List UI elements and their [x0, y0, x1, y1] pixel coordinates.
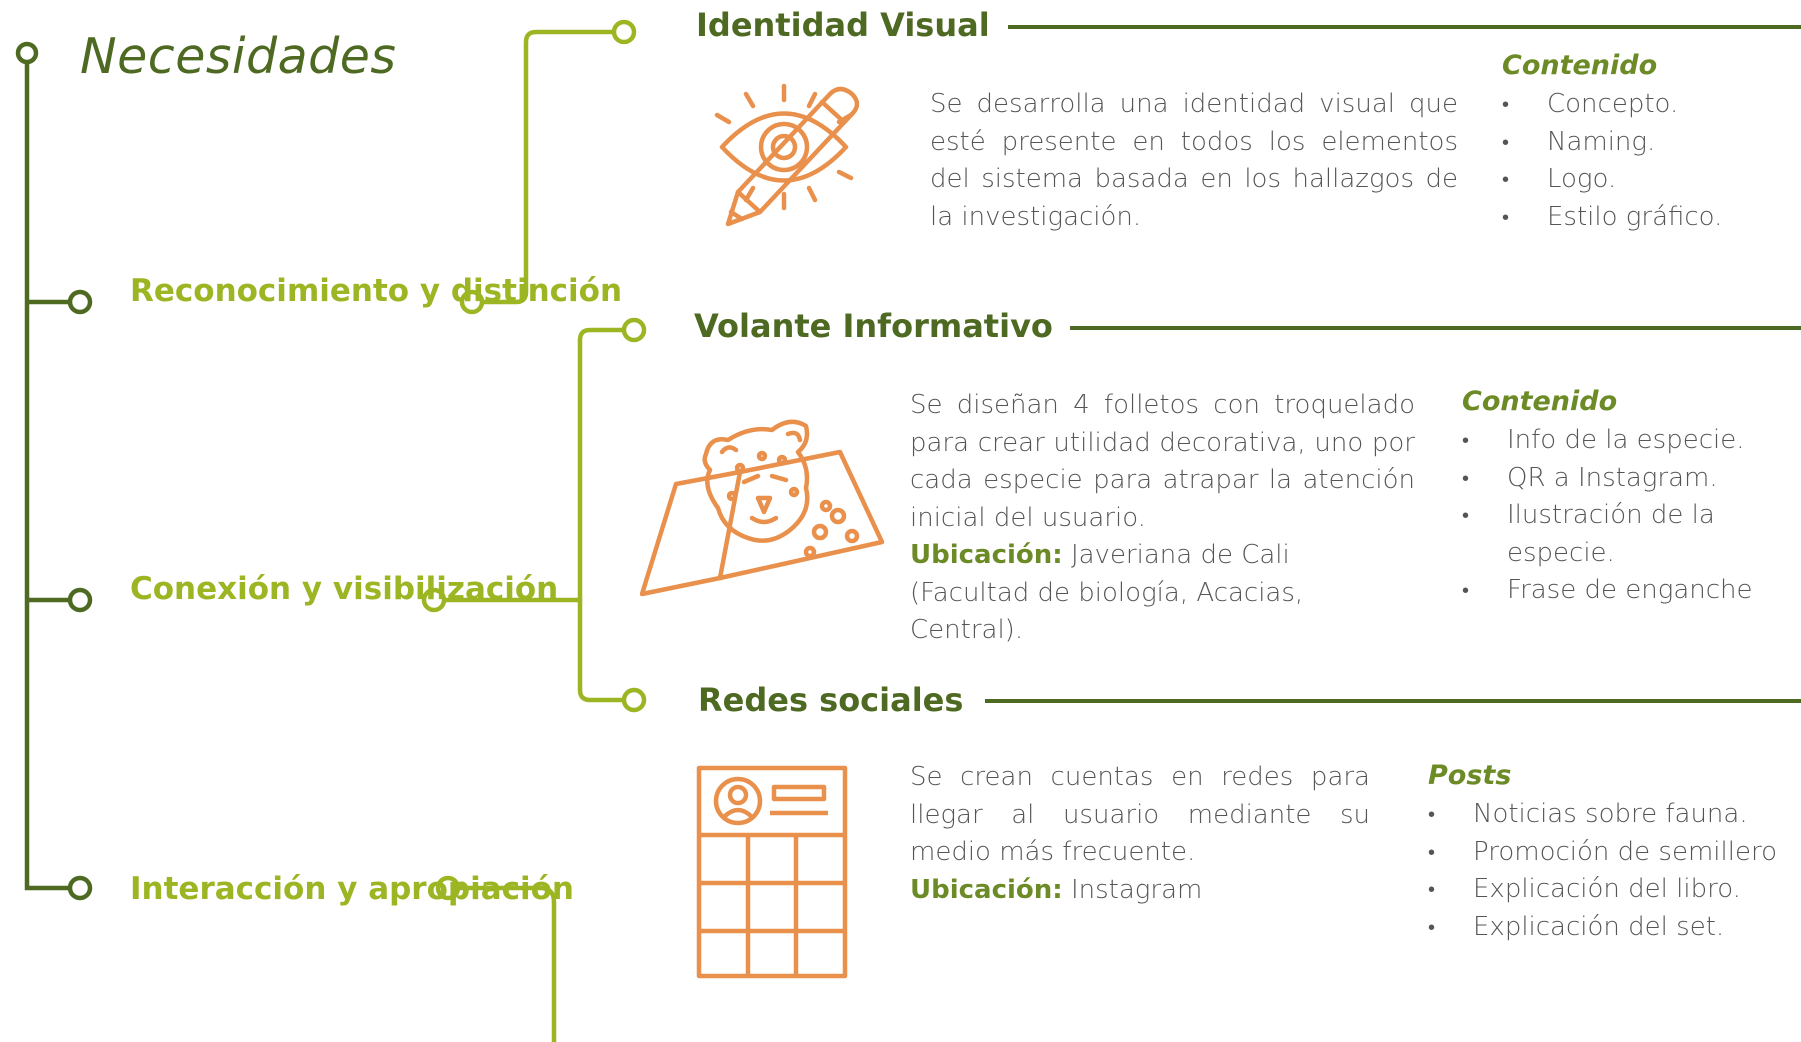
list-item: Naming. — [1502, 124, 1722, 162]
list-item: Estilo gráfico. — [1502, 199, 1722, 237]
need-conexion: Conexión y visibilización — [130, 571, 559, 607]
main-spine-line — [24, 62, 70, 891]
redes-title: Redes sociales — [698, 681, 964, 719]
volante-content-label: Contenido — [1462, 386, 1618, 417]
list-item: Noticias sobre fauna. — [1428, 796, 1777, 834]
eye-pencil-icon — [714, 83, 860, 227]
node-interaccion-start — [435, 875, 461, 901]
connector-volante-redes — [444, 327, 624, 703]
redes-description-text: Se crean cuentas en redes para llegar al… — [910, 762, 1370, 867]
list-item: Info de la especie. — [1462, 422, 1782, 460]
jaguar-flyer-icon — [640, 419, 885, 597]
node-identidad-end — [611, 19, 637, 45]
list-item: Concepto. — [1502, 86, 1722, 124]
list-item: Explicación del libro. — [1428, 871, 1777, 909]
redes-location-label: Ubicación: — [910, 874, 1063, 905]
list-item: Frase de enganche — [1462, 572, 1782, 610]
list-item: Ilustración de la especie. — [1462, 497, 1782, 572]
volante-description-text: Se diseñan 4 folletos con troquelado par… — [910, 390, 1415, 533]
node-identidad-start — [459, 289, 485, 315]
redes-content-label: Posts — [1428, 760, 1512, 791]
list-item: Promoción de semillero — [1428, 834, 1777, 872]
identidad-title: Identidad Visual — [696, 6, 990, 44]
need-interaccion: Interacción y apropiación — [130, 871, 574, 907]
list-item: QR a Instagram. — [1462, 460, 1782, 498]
node-interaccion — [67, 875, 93, 901]
page-title: Necesidades — [80, 28, 397, 85]
node-reconocimiento — [67, 289, 93, 315]
connector-identidad — [482, 29, 614, 305]
redes-description: Se crean cuentas en redes para llegar al… — [910, 759, 1370, 909]
volante-location-text: Javeriana de Cali (Facultad de biología,… — [910, 540, 1304, 645]
volante-description: Se diseñan 4 folletos con troquelado par… — [910, 387, 1415, 650]
connector-interaccion — [458, 885, 557, 1042]
list-item: Logo. — [1502, 161, 1722, 199]
volante-location: Ubicación: Javeriana de Cali (Facultad d… — [910, 537, 1415, 650]
list-item: Explicación del set. — [1428, 909, 1777, 947]
node-volante-end — [621, 317, 647, 343]
node-conexion — [67, 587, 93, 613]
social-profile-grid-icon — [696, 765, 848, 979]
need-reconocimiento: Reconocimiento y distinción — [130, 273, 623, 309]
identidad-content-label: Contenido — [1502, 50, 1658, 81]
redes-location: Ubicación: Instagram — [910, 872, 1370, 910]
identidad-description: Se desarrolla una identidad visual que e… — [930, 89, 1458, 232]
node-conexion-start — [421, 587, 447, 613]
redes-location-text: Instagram — [1070, 874, 1203, 905]
identidad-content-list: Concepto. Naming. Logo. Estilo gráfico. — [1502, 86, 1722, 236]
spine-top-node — [15, 41, 39, 65]
volante-content-list: Info de la especie. QR a Instagram. Ilus… — [1462, 422, 1782, 610]
volante-location-label: Ubicación: — [910, 540, 1063, 570]
redes-content-list: Noticias sobre fauna. Promoción de semil… — [1428, 796, 1777, 946]
volante-title: Volante Informativo — [694, 307, 1053, 345]
node-redes-end — [621, 687, 647, 713]
